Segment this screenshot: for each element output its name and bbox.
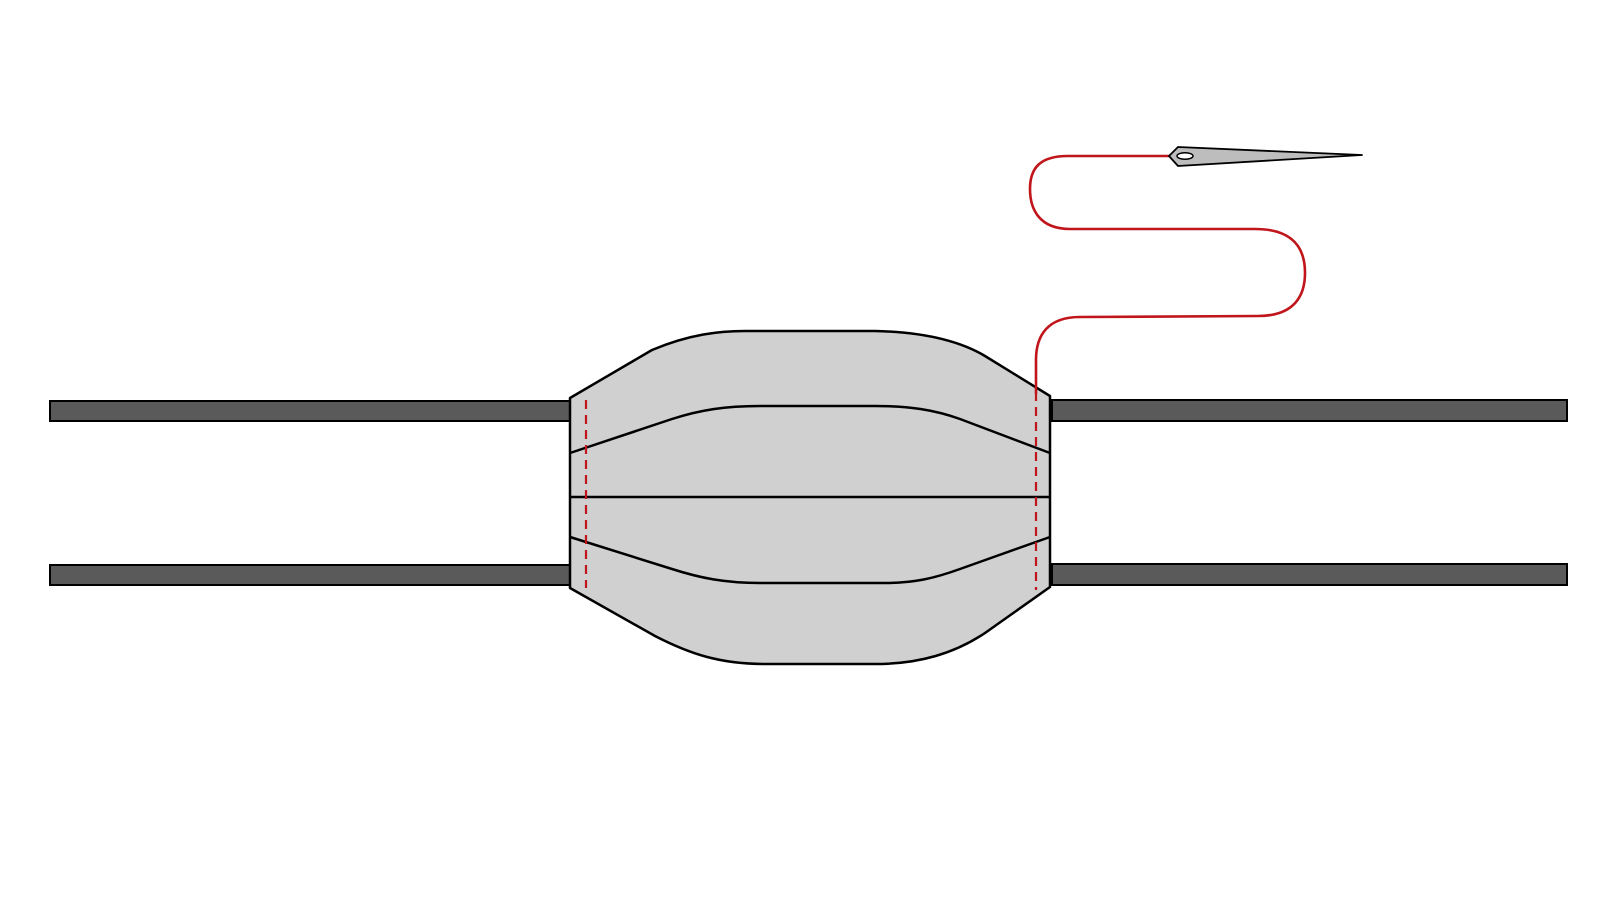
- left-lower-bar: [49, 564, 571, 586]
- fabric-upper-fold: [569, 404, 1051, 455]
- needle-icon: [1168, 146, 1363, 167]
- needle-eye: [1176, 152, 1194, 160]
- fabric-lower-fold: [569, 535, 1051, 585]
- left-upper-bar: [49, 400, 571, 422]
- red-thread: [1028, 154, 1307, 395]
- right-upper-bar: [1051, 399, 1568, 422]
- right-lower-bar: [1051, 563, 1568, 586]
